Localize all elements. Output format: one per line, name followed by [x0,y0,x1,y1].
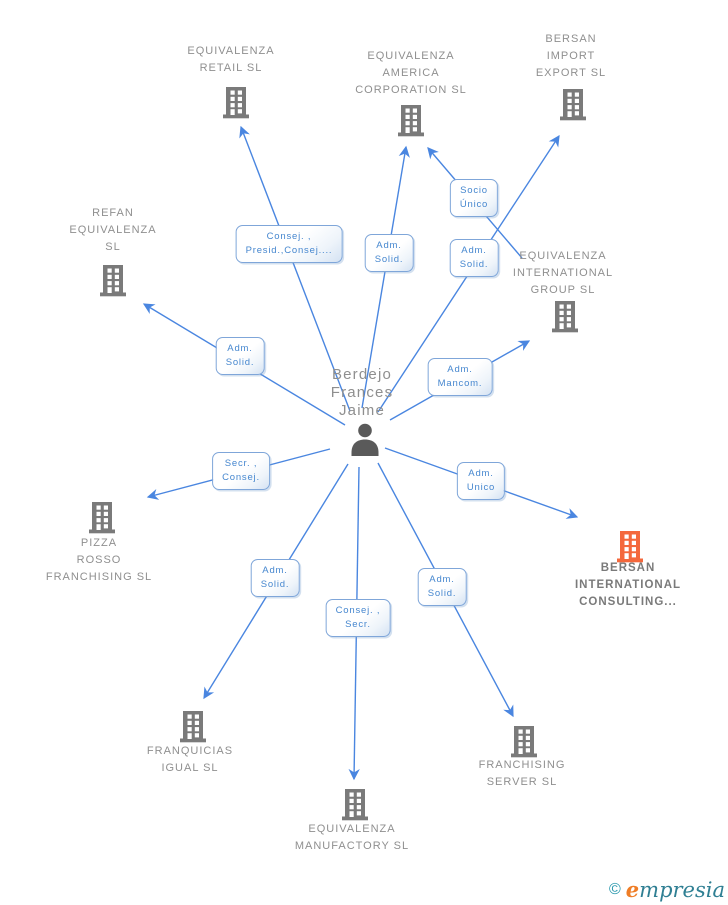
company-label: BERSAN INTERNATIONAL CONSULTING... [575,560,681,611]
rel-box-label-line: Solid. [225,357,255,368]
rel-box-label-line: Consej. , [335,605,381,616]
rel-box-person-to-pizza-rosso: Secr. , Consej. [212,452,270,490]
company-label: PIZZA ROSSO FRANCHISING SL [46,535,152,586]
building-icon[interactable] [96,263,130,303]
company-label: FRANQUICIAS IGUAL SL [147,743,233,777]
rel-box-label-line: Solid. [459,259,489,270]
company-label-line: EXPORT SL [535,67,607,79]
building-icon[interactable] [548,299,582,339]
rel-box-label-line: Socio [460,185,488,196]
rel-box-label-line: Adm. [461,245,487,256]
person-name-line: Berdejo [331,366,393,383]
building-icon[interactable] [613,529,647,569]
rel-box-label-line: Adm. [227,343,253,354]
company-label-line: IGUAL SL [161,762,219,774]
company-label-line: BERSAN [545,33,597,45]
company-label: EQUIVALENZA RETAIL SL [187,43,274,77]
rel-box-person-to-franchising-server: Adm. Solid. [417,568,467,606]
empresia-logo: empresia [626,879,725,901]
building-icon[interactable] [176,709,210,749]
company-label-line: RETAIL SL [199,62,263,74]
rel-box-person-to-intl-group: Adm. Mancom. [427,358,493,396]
company-label-line: CONSULTING... [579,596,677,608]
company-label-line: EQUIVALENZA [519,250,607,262]
rel-box-person-to-equivalenza-retail: Consej. , Presid.,Consej.... [235,225,343,263]
company-label: EQUIVALENZA MANUFACTORY SL [295,821,409,855]
rel-box-person-to-equivalenza-america: Adm. Solid. [364,234,414,272]
building-icon[interactable] [556,87,590,127]
company-label: REFAN EQUIVALENZA SL [69,205,156,256]
company-label-line: SL [105,241,121,253]
company-label-line: PIZZA [80,537,118,549]
company-label-line: EQUIVALENZA [308,823,396,835]
company-label-line: REFAN [92,207,134,219]
company-label-line: BERSAN [600,562,656,574]
rel-box-label-line: Solid. [260,579,290,590]
rel-box-label-line: Consej. [222,472,260,483]
company-label-line: AMERICA [382,67,440,79]
rel-box-label-line: Adm. [429,574,455,585]
rel-box-label-line: Presid.,Consej.... [245,245,333,256]
company-label-line: MANUFACTORY SL [294,840,410,852]
company-label-line: ROSSO [76,554,122,566]
rel-box-label-line: Secr. , [224,458,258,469]
company-label: FRANCHISING SERVER SL [479,757,566,791]
copyright-icon: © [608,881,621,898]
rel-box-label-line: Solid. [374,254,404,265]
rel-box-person-to-bersan-import: Adm. Solid. [449,239,499,277]
company-label: BERSAN IMPORT EXPORT SL [536,31,606,82]
rel-box-person-to-bersan-consulting: Adm. Unico [456,462,506,500]
company-label-line: GROUP SL [530,284,596,296]
building-icon[interactable] [507,724,541,764]
rel-box-label-line: Adm. [447,364,473,375]
company-label-line: FRANCHISING [478,759,566,771]
rel-box-person-to-franquicias: Adm. Solid. [250,559,300,597]
company-label: EQUIVALENZA INTERNATIONAL GROUP SL [513,248,613,299]
person-name-line: Jaime [338,402,385,419]
rel-box-person-to-refan: Adm. Solid. [215,337,265,375]
arrow-person-to-equivalenza-america [361,145,410,409]
rel-box-label-line: Unico [466,482,496,493]
logo-text: mpresia [639,878,725,902]
company-label-line: EQUIVALENZA [367,50,455,62]
rel-box-label-line: Secr. [345,619,371,630]
person-name-line: Frances [330,384,394,401]
arrow-person-to-equivalenza-retail [239,125,351,412]
rel-box-label-line: Adm. [376,240,402,251]
rel-box-label-line: Mancom. [437,378,483,389]
company-label-line: CORPORATION SL [355,84,467,96]
company-label-line: INTERNATIONAL [574,579,682,591]
company-label-line: EQUIVALENZA [69,224,157,236]
company-label-line: IMPORT [546,50,596,62]
company-label-line: INTERNATIONAL [512,267,614,279]
building-icon[interactable] [338,787,372,827]
person-icon[interactable] [348,423,382,461]
company-label-line: EQUIVALENZA [187,45,275,57]
building-icon[interactable] [85,500,119,540]
company-label: EQUIVALENZA AMERICA CORPORATION SL [355,48,467,99]
rel-box-label-line: Único [459,199,489,210]
rel-box-label-line: Adm. [262,565,288,576]
empresia-watermark: © empresia [609,879,725,901]
building-icon[interactable] [219,85,253,125]
rel-box-label-line: Consej. , [266,231,312,242]
building-icon[interactable] [394,103,428,143]
company-label-line: SERVER SL [486,776,558,788]
rel-box-label-line: Solid. [427,588,457,599]
logo-letter-e: e [625,877,640,902]
company-label-line: FRANQUICIAS [146,745,234,757]
company-label-line: FRANCHISING SL [45,571,153,583]
rel-box-label-line: Adm. [468,468,494,479]
rel-box-person-to-manufactory: Consej. , Secr. [325,599,391,637]
